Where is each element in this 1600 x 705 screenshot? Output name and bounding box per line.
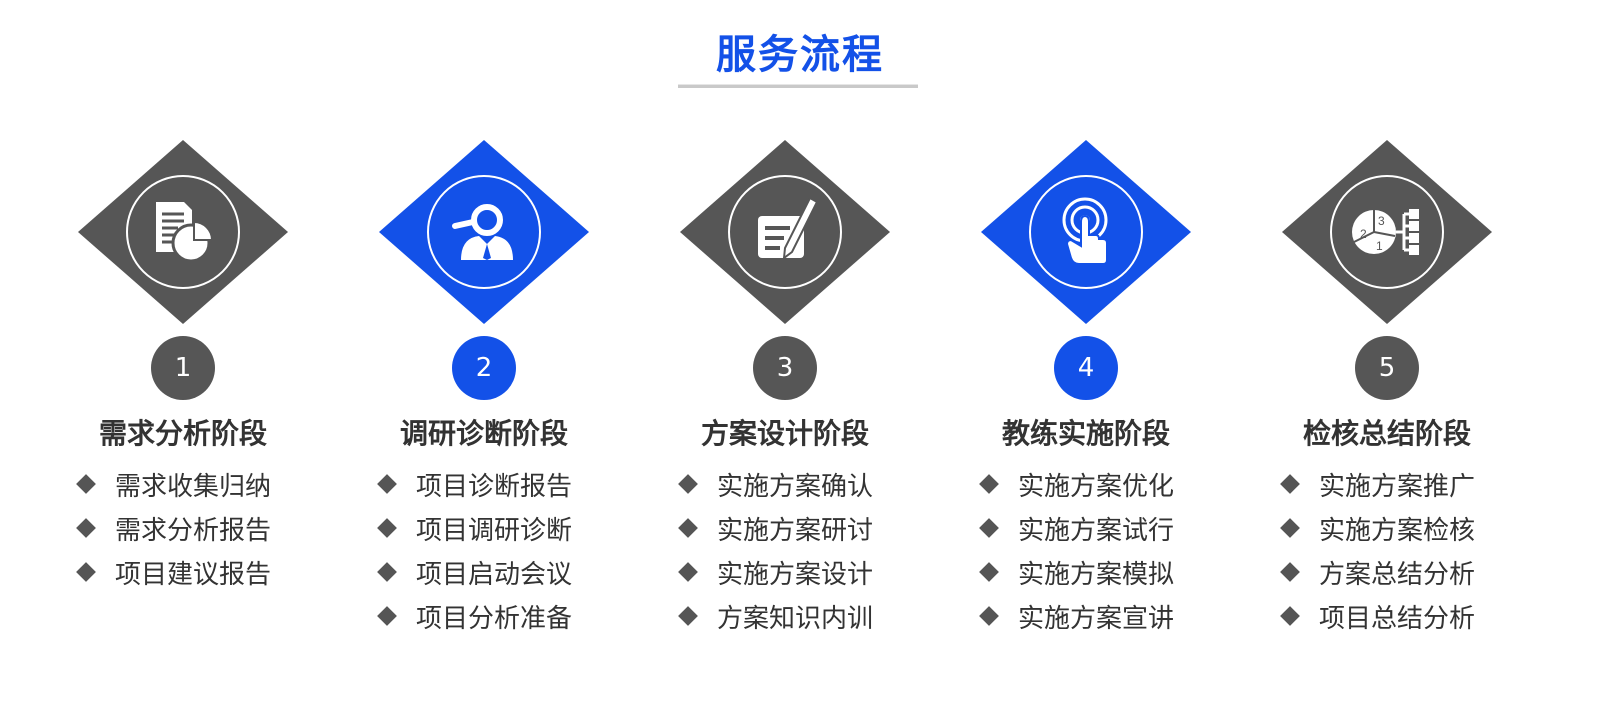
icon-ring (126, 175, 240, 289)
step-1-diamond (78, 140, 288, 324)
icon-ring (1029, 175, 1143, 289)
list-item: 项目总结分析 (1277, 594, 1475, 638)
step-3: 3 方案设计阶段 实施方案确认 实施方案研讨 实施方案设计 方案知识内训 (635, 0, 935, 705)
diamond-bullet-icon (76, 474, 96, 494)
list-item: 实施方案检核 (1277, 506, 1475, 550)
diamond-bullet-icon (1280, 518, 1300, 538)
list-item: 实施方案优化 (976, 462, 1174, 506)
report-chart-icon (156, 202, 214, 263)
diamond-bullet-icon (1280, 562, 1300, 582)
step-2-number: 2 (452, 336, 516, 400)
list-item: 项目分析准备 (374, 594, 572, 638)
step-2: 2 调研诊断阶段 项目诊断报告 项目调研诊断 项目启动会议 项目分析准备 (334, 0, 634, 705)
diamond-bullet-icon (979, 518, 999, 538)
icon-ring (728, 175, 842, 289)
diamond-bullet-icon (1280, 474, 1300, 494)
list-item: 实施方案推广 (1277, 462, 1475, 506)
list-item: 实施方案设计 (675, 550, 873, 594)
step-4-list: 实施方案优化 实施方案试行 实施方案模拟 实施方案宣讲 (976, 462, 1174, 638)
diamond-bullet-icon (377, 474, 397, 494)
diamond-bullet-icon (377, 606, 397, 626)
step-3-diamond (680, 140, 890, 324)
list-item: 实施方案试行 (976, 506, 1174, 550)
list-item: 项目建议报告 (73, 550, 271, 594)
diamond-bullet-icon (979, 474, 999, 494)
list-item: 实施方案确认 (675, 462, 873, 506)
step-3-list: 实施方案确认 实施方案研讨 实施方案设计 方案知识内训 (675, 462, 873, 638)
svg-text:3: 3 (1378, 214, 1385, 228)
title-underline (678, 84, 918, 88)
list-item: 实施方案宣讲 (976, 594, 1174, 638)
diamond-bullet-icon (377, 518, 397, 538)
diamond-bullet-icon (678, 562, 698, 582)
list-item: 实施方案模拟 (976, 550, 1174, 594)
step-1-title: 需求分析阶段 (98, 417, 267, 450)
list-item: 需求收集归纳 (73, 462, 271, 506)
step-1-list: 需求收集归纳 需求分析报告 项目建议报告 (73, 462, 271, 594)
diamond-bullet-icon (678, 518, 698, 538)
step-2-diamond (379, 140, 589, 324)
diamond-bullet-icon (377, 562, 397, 582)
diamond-bullet-icon (979, 606, 999, 626)
step-5-diamond: 2 3 1 (1282, 140, 1492, 324)
step-4: 4 教练实施阶段 实施方案优化 实施方案试行 实施方案模拟 实施方案宣讲 (936, 0, 1236, 705)
list-item: 项目诊断报告 (374, 462, 572, 506)
step-4-number: 4 (1054, 336, 1118, 400)
step-2-list: 项目诊断报告 项目调研诊断 项目启动会议 项目分析准备 (374, 462, 572, 638)
diamond-bullet-icon (678, 474, 698, 494)
user-search-icon (452, 204, 513, 260)
list-item: 项目启动会议 (374, 550, 572, 594)
diamond-bullet-icon (979, 562, 999, 582)
diamond-bullet-icon (1280, 606, 1300, 626)
diamond-bullet-icon (76, 518, 96, 538)
svg-text:2: 2 (1360, 227, 1367, 241)
diamond-bullet-icon (76, 562, 96, 582)
diamond-bullet-icon (678, 606, 698, 626)
icon-ring (427, 175, 541, 289)
step-2-title: 调研诊断阶段 (399, 417, 568, 450)
step-5-title: 检核总结阶段 (1302, 417, 1471, 450)
list-item: 项目调研诊断 (374, 506, 572, 550)
pie-hierarchy-icon: 2 3 1 (1352, 209, 1419, 255)
svg-text:1: 1 (1376, 239, 1383, 253)
document-pen-icon (758, 196, 819, 261)
touch-hand-icon (1062, 197, 1108, 265)
step-5-number: 5 (1355, 336, 1419, 400)
step-3-title: 方案设计阶段 (700, 417, 869, 450)
step-5: 2 3 1 5 检核总结阶段 实施方案推广 实施方案检核 方案总结分析 项目总 (1237, 0, 1537, 705)
list-item: 方案总结分析 (1277, 550, 1475, 594)
step-1: 1 需求分析阶段 需求收集归纳 需求分析报告 项目建议报告 (33, 0, 333, 705)
list-item: 实施方案研讨 (675, 506, 873, 550)
step-3-number: 3 (753, 336, 817, 400)
list-item: 需求分析报告 (73, 506, 271, 550)
step-5-list: 实施方案推广 实施方案检核 方案总结分析 项目总结分析 (1277, 462, 1475, 638)
icon-ring (1330, 175, 1444, 289)
step-4-diamond (981, 140, 1191, 324)
page-title: 服务流程 (716, 32, 884, 78)
list-item: 方案知识内训 (675, 594, 873, 638)
step-1-number: 1 (151, 336, 215, 400)
step-4-title: 教练实施阶段 (1001, 417, 1170, 450)
